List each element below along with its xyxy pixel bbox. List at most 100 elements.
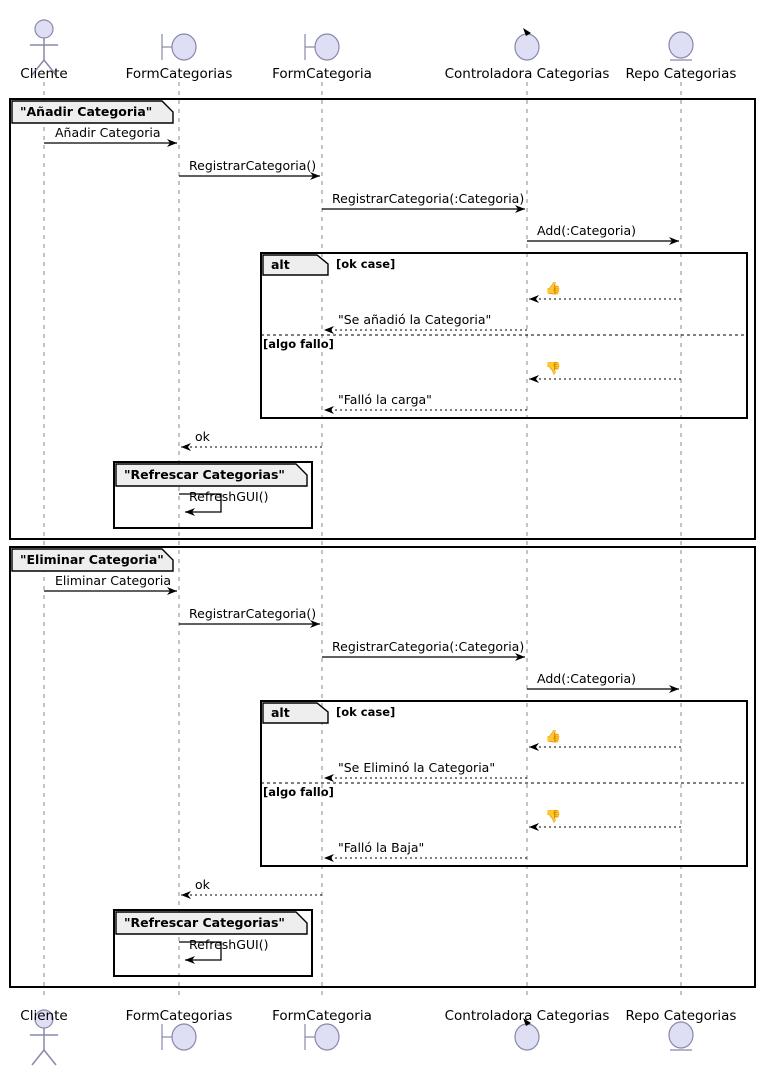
participant-cliente-top[interactable]: Cliente — [0, 19, 154, 89]
self-message[interactable]: RefreshGUI() — [179, 938, 389, 964]
message-label: Add(:Categoria) — [537, 672, 636, 686]
message-label: RegistrarCategoria() — [189, 607, 316, 621]
message-1-0[interactable]: Eliminar Categoria — [44, 574, 395, 596]
fragment-0-alt-header-label: alt — [271, 258, 290, 272]
participant-repo-categorias-top[interactable]: Repo Categorias — [571, 31, 764, 89]
self-message-arrow — [179, 493, 222, 516]
fragment-0-inner-header-shape — [115, 463, 308, 487]
fragment-1-alt: alt[ok case][algo fallo] — [260, 700, 748, 867]
self-message[interactable]: RefreshGUI() — [179, 490, 389, 516]
fragment-1-alt-header-label: alt — [271, 706, 290, 720]
fragment-1-inner-header: "Refrescar Categorias" — [115, 911, 308, 935]
self-message-label: RefreshGUI() — [189, 490, 268, 504]
message-label: RegistrarCategoria() — [189, 159, 316, 173]
actor-head-icon — [34, 19, 54, 39]
participant-repo-categorias-bottom[interactable]: Repo Categorias — [571, 1009, 764, 1051]
participant-formcategorias-bottom[interactable]: FormCategorias — [69, 1009, 289, 1051]
message-label: 👎 — [545, 810, 561, 823]
fragment-0-header-label: "Añadir Categoria" — [20, 105, 152, 119]
participant-repo-categorias-top-label: Repo Categorias — [626, 67, 737, 82]
message-label: Eliminar Categoria — [55, 574, 171, 588]
entity-circle-icon — [668, 1021, 694, 1049]
actor-leg-right-icon — [43, 1049, 57, 1066]
participant-formcategoria-bottom[interactable]: FormCategoria — [212, 1009, 432, 1051]
message-1-2[interactable]: RegistrarCategoria(:Categoria) — [322, 640, 672, 662]
actor-leg-left-icon — [31, 1049, 45, 1066]
participants-layer: ClienteClienteFormCategoriasFormCategori… — [0, 19, 764, 1066]
fragment-1-inner-header-label: "Refrescar Categorias" — [124, 916, 285, 930]
participant-controladora-categorias-bottom[interactable]: Controladora Categorias — [417, 1009, 637, 1051]
fragment-0: "Añadir Categoria" — [9, 98, 756, 540]
message-fragment-1-alt-1-0[interactable]: 👎 — [529, 810, 764, 832]
boundary-circle-icon — [171, 33, 197, 61]
fragment-1-alt-header-shape — [262, 702, 329, 724]
fragment-0-header: "Añadir Categoria" — [11, 100, 174, 124]
fragment-0-inner-header-label: "Refrescar Categorias" — [124, 468, 285, 482]
participant-formcategorias-top-label: FormCategorias — [126, 67, 233, 82]
fragment-1-header-label: "Eliminar Categoria" — [20, 553, 164, 567]
fragment-1-inner-group: "Refrescar Categorias" — [113, 909, 313, 977]
message-fragment-0-alt-1-1[interactable]: "Falló la carga" — [324, 393, 678, 415]
participant-cliente-bottom-label: Cliente — [20, 1009, 67, 1024]
message-label: ok — [195, 878, 210, 892]
fragment-0-alt-header: alt — [262, 254, 329, 276]
message-label: Añadir Categoria — [55, 126, 161, 140]
self-message-label: RefreshGUI() — [189, 938, 268, 952]
participant-formcategorias-top[interactable]: FormCategorias — [69, 33, 289, 89]
fragment-1-alt-guard-1: [algo fallo] — [263, 786, 334, 799]
message-fragment-0-alt-0-0[interactable]: 👍 — [529, 282, 764, 304]
fragment-0-alt: alt[ok case][algo fallo] — [260, 252, 748, 419]
message-label: Add(:Categoria) — [537, 224, 636, 238]
message-label: ok — [195, 430, 210, 444]
control-arrow-icon — [523, 1018, 531, 1026]
message-0-0[interactable]: Añadir Categoria — [44, 126, 395, 148]
fragment-0-inner-box — [113, 461, 313, 529]
fragment-0-alt-guard-0: [ok case] — [336, 258, 395, 271]
control-circle-icon — [514, 33, 540, 61]
message-fragment-1-alt-0-0[interactable]: 👍 — [529, 730, 764, 752]
fragment-1-box — [9, 546, 756, 988]
participant-cliente-top-label: Cliente — [20, 67, 67, 82]
fragment-1-header: "Eliminar Categoria" — [11, 548, 174, 572]
fragments-layer: "Añadir Categoria"alt[ok case][algo fall… — [9, 98, 756, 988]
message-label: 👍 — [545, 730, 561, 743]
fragment-1-inner-box — [113, 909, 313, 977]
fragment-1: "Eliminar Categoria" — [9, 546, 756, 988]
message-1-4[interactable]: ok — [181, 878, 535, 900]
fragment-1-header-shape — [11, 548, 174, 572]
fragment-0-inner-group: "Refrescar Categorias" — [113, 461, 313, 529]
participant-formcategoria-top[interactable]: FormCategoria — [212, 33, 432, 89]
participant-controladora-categorias-top-label: Controladora Categorias — [445, 67, 610, 82]
participant-repo-categorias-bottom-label: Repo Categorias — [626, 1009, 737, 1024]
message-fragment-1-alt-1-1[interactable]: "Falló la Baja" — [324, 841, 678, 863]
message-label: RegistrarCategoria(:Categoria) — [332, 640, 524, 654]
fragment-0-alt-header-shape — [262, 254, 329, 276]
message-0-1[interactable]: RegistrarCategoria() — [179, 159, 529, 181]
message-label: 👎 — [545, 362, 561, 375]
message-0-2[interactable]: RegistrarCategoria(:Categoria) — [322, 192, 672, 214]
participant-formcategorias-bottom-label: FormCategorias — [126, 1009, 233, 1024]
message-0-3[interactable]: Add(:Categoria) — [527, 224, 764, 246]
participant-controladora-categorias-top[interactable]: Controladora Categorias — [417, 28, 637, 89]
fragment-0-inner-header: "Refrescar Categorias" — [115, 463, 308, 487]
message-label: 👍 — [545, 282, 561, 295]
fragment-0-box — [9, 98, 756, 540]
message-0-4[interactable]: ok — [181, 430, 535, 452]
message-1-3[interactable]: Add(:Categoria) — [527, 672, 764, 694]
control-arrow-icon — [523, 28, 531, 36]
fragment-1-alt-header: alt — [262, 702, 329, 724]
message-1-1[interactable]: RegistrarCategoria() — [179, 607, 529, 629]
message-label: "Se añadió la Categoria" — [338, 313, 491, 327]
actor-leg-left-icon — [31, 59, 45, 76]
message-label: "Falló la carga" — [338, 393, 432, 407]
message-fragment-0-alt-1-0[interactable]: 👎 — [529, 362, 764, 384]
message-fragment-0-alt-0-1[interactable]: "Se añadió la Categoria" — [324, 313, 678, 335]
participant-cliente-bottom[interactable]: Cliente — [0, 1009, 154, 1066]
participant-formcategoria-bottom-label: FormCategoria — [272, 1009, 372, 1024]
boundary-circle-icon — [314, 33, 340, 61]
fragment-1-inner-header-shape — [115, 911, 308, 935]
self-message-arrow — [179, 941, 222, 964]
message-fragment-1-alt-0-1[interactable]: "Se Eliminó la Categoria" — [324, 761, 678, 783]
